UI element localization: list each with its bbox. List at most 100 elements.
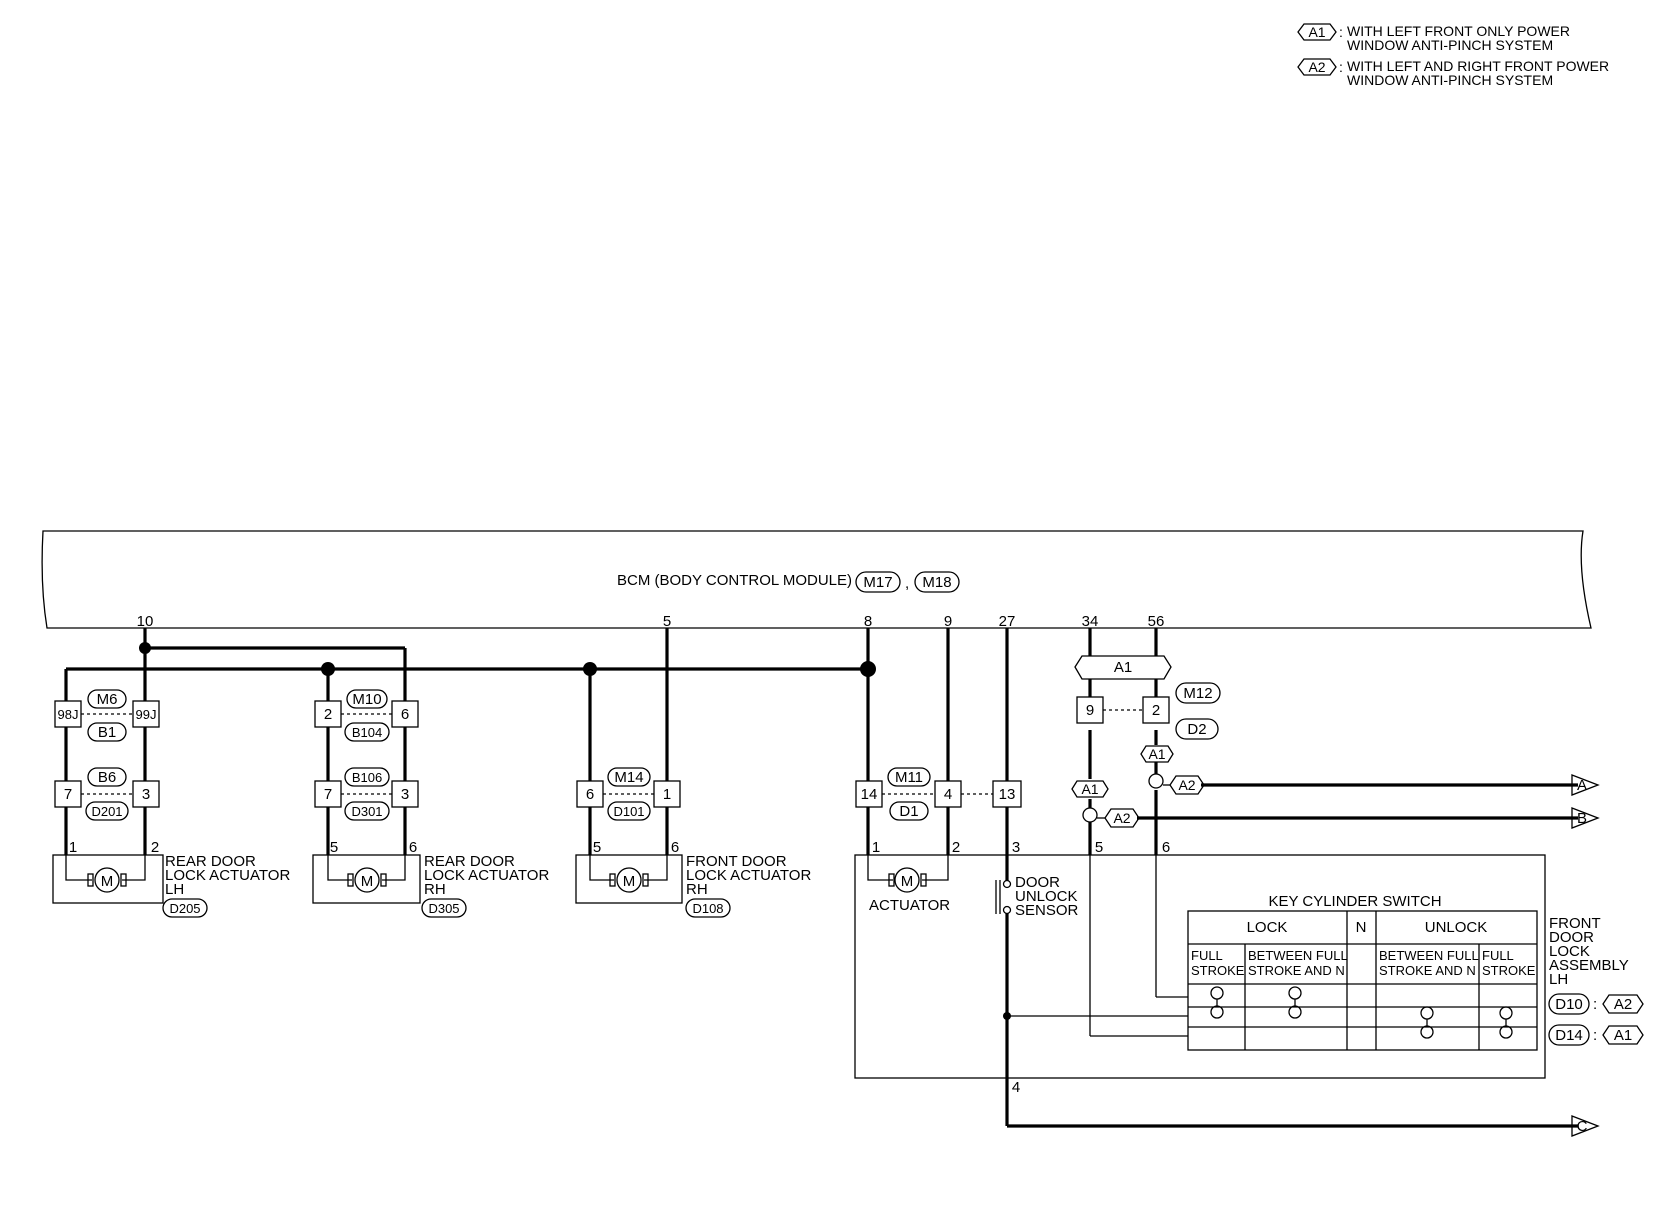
switch-title: KEY CYLINDER SWITCH	[1268, 893, 1441, 910]
component-name: REAR DOOR	[424, 853, 515, 870]
connector-pin: 6	[401, 706, 409, 723]
connector-pin: 1	[663, 786, 671, 803]
connector-id: D201	[91, 804, 122, 819]
arrow-label: A	[1577, 777, 1587, 794]
arrow-label: B	[1577, 810, 1587, 827]
rear-door-lh-actuator: 98J 99J M6 B1 7 3 B6 D201 1 2 M REAR DOO…	[52, 689, 290, 918]
bcm-module: BCM (BODY CONTROL MODULE) M17 , M18	[41, 530, 1592, 629]
separator: :	[1593, 1027, 1597, 1044]
option-junction: A1 9 2 M12 D2 A1 A1 A2 A2	[1071, 655, 1221, 828]
arrow-c-icon	[1571, 1115, 1600, 1137]
connector-pin: 13	[999, 786, 1016, 803]
connector-id: D10	[1555, 996, 1583, 1013]
sensor-label: DOOR	[1015, 874, 1060, 891]
pin-number: 4	[1012, 1079, 1020, 1096]
terminal-10: 10	[137, 613, 154, 630]
terminal-9: 9	[944, 613, 952, 630]
key-cylinder-switch: KEY CYLINDER SWITCH LOCK N UNLOCK FULL S…	[1187, 893, 1538, 1051]
bcm-label: BCM (BODY CONTROL MODULE)	[617, 572, 852, 589]
terminal-56: 56	[1148, 613, 1165, 630]
legend: A1 : WITH LEFT FRONT ONLY POWER WINDOW A…	[1297, 23, 1609, 88]
sub-header: FULL	[1191, 948, 1223, 963]
sub-header: STROKE	[1191, 963, 1245, 978]
option-tag: A1	[1114, 659, 1132, 676]
bcm-connector-m18: M18	[922, 574, 951, 591]
motor-icon	[616, 867, 642, 893]
option-tag: A2	[1113, 810, 1130, 826]
motor-icon	[354, 867, 380, 893]
continuity-marks	[1210, 986, 1513, 1039]
option-tag: A2	[1614, 996, 1632, 1013]
connector-id: M10	[352, 691, 381, 708]
bcm-connector-m17: M17	[863, 574, 892, 591]
pin-number: 6	[671, 839, 679, 856]
internal-wiring	[1007, 855, 1188, 1037]
sub-header: FULL	[1482, 948, 1514, 963]
sub-header: STROKE AND N	[1379, 963, 1476, 978]
legend-text-line1: WITH LEFT FRONT ONLY POWER	[1347, 23, 1570, 39]
pin-number: 1	[872, 839, 880, 856]
bcm-terminals: 10 5 8 9 27 34 56	[137, 613, 1165, 630]
legend-tag: A1	[1308, 24, 1325, 40]
sub-header: BETWEEN FULL	[1248, 948, 1348, 963]
motor-glyph: M	[101, 873, 114, 890]
connector-pin: 2	[324, 706, 332, 723]
connector-id: D2	[1187, 721, 1206, 738]
wiring	[64, 628, 1578, 1128]
legend-colon: :	[1339, 24, 1343, 40]
connector-pin: 6	[586, 786, 594, 803]
component-name: LH	[1549, 971, 1568, 988]
bcm-separator: ,	[905, 575, 909, 592]
actuator-label: ACTUATOR	[869, 897, 950, 914]
connector-pin: 4	[944, 786, 952, 803]
sub-header: STROKE	[1482, 963, 1536, 978]
component-name: RH	[686, 881, 708, 898]
connector-id: D205	[169, 901, 200, 916]
separator: :	[1593, 996, 1597, 1013]
motor-icon	[94, 867, 120, 893]
component-name: LOCK	[1549, 943, 1590, 960]
rear-door-rh-actuator: 2 6 M10 B104 7 3 B106 D301 5 6 M REAR DO…	[312, 689, 549, 918]
motor-icon	[894, 867, 920, 893]
terminal-34: 34	[1082, 613, 1099, 630]
column-header: LOCK	[1247, 919, 1288, 936]
motor-glyph: M	[361, 873, 374, 890]
connector-id: B106	[352, 770, 382, 785]
sub-header: STROKE AND N	[1248, 963, 1345, 978]
column-header: UNLOCK	[1425, 919, 1488, 936]
pin-number: 5	[593, 839, 601, 856]
option-tag: A1	[1081, 781, 1098, 797]
terminal-8: 8	[864, 613, 872, 630]
connector-id: M14	[614, 769, 643, 786]
sensor-label: SENSOR	[1015, 902, 1079, 919]
component-name: LOCK ACTUATOR	[686, 867, 811, 884]
pin-number: 2	[151, 839, 159, 856]
legend-colon: :	[1339, 59, 1343, 75]
sub-header: BETWEEN FULL	[1379, 948, 1479, 963]
motor-glyph: M	[901, 873, 914, 890]
pin-number: 5	[330, 839, 338, 856]
option-tag: A1	[1614, 1027, 1632, 1044]
terminal-27: 27	[999, 613, 1016, 630]
connector-pin: 99J	[136, 707, 157, 722]
connector-pin: 98J	[58, 707, 79, 722]
legend-text-line1: WITH LEFT AND RIGHT FRONT POWER	[1347, 58, 1609, 74]
component-name: FRONT DOOR	[686, 853, 787, 870]
connector-id: D14	[1555, 1027, 1583, 1044]
connector-id: M6	[97, 691, 118, 708]
connector-id: B6	[98, 769, 116, 786]
legend-item-a1: A1 : WITH LEFT FRONT ONLY POWER WINDOW A…	[1297, 23, 1570, 53]
sensor-label: UNLOCK	[1015, 888, 1078, 905]
legend-item-a2: A2 : WITH LEFT AND RIGHT FRONT POWER WIN…	[1297, 58, 1609, 88]
connector-pin: 7	[324, 786, 332, 803]
arrow-label: C	[1577, 1118, 1588, 1135]
component-name: ASSEMBLY	[1549, 957, 1629, 974]
pin-number: 2	[952, 839, 960, 856]
arrow-b-icon	[1571, 807, 1600, 829]
motor-glyph: M	[623, 873, 636, 890]
connector-pin: 9	[1086, 702, 1094, 719]
legend-text-line2: WINDOW ANTI-PINCH SYSTEM	[1347, 72, 1553, 88]
connector-id: D305	[428, 901, 459, 916]
connector-id: M11	[895, 769, 923, 786]
component-name: FRONT	[1549, 915, 1601, 932]
